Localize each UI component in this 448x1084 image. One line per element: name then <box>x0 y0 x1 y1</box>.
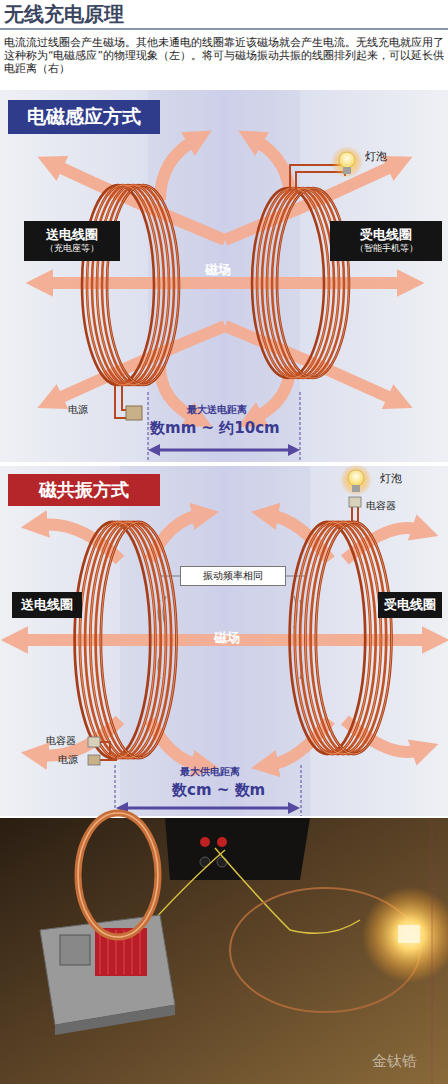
part-name: 灯泡 <box>365 150 387 164</box>
node-heading: 磁共振方式 <box>39 480 129 501</box>
dimension-heading: 最大送电距离 <box>187 404 247 417</box>
coil-label-box: 受电线圈（智能手机等） <box>330 221 442 261</box>
node-heading: 电磁感应方式 <box>27 106 141 128</box>
part-name: 灯泡 <box>380 472 402 486</box>
dimension-value: 数cm ~ 数m <box>172 781 265 800</box>
note-box: 振动频率相同 <box>180 566 286 586</box>
node-subtext: （充电座等） <box>45 243 99 253</box>
intro-text: 电流流过线圈会产生磁场。其他未通电的线圈靠近该磁场就会产生电流。无线充电就应用了… <box>4 36 444 75</box>
dimension-value: 数mm ~ 约10cm <box>150 419 280 438</box>
method-band: 磁共振方式 <box>8 474 160 506</box>
node-subtext: （智能手机等） <box>355 243 418 253</box>
watermark: 金钛锆 <box>372 1052 417 1071</box>
coil-label-box: 送电线圈 <box>12 592 82 618</box>
part-name: 电容器 <box>366 500 396 513</box>
dimension-heading: 最大供电距离 <box>180 766 240 779</box>
part-name: 电源 <box>68 404 88 417</box>
part-name: 电源 <box>58 754 78 766</box>
field-name: 磁场 <box>214 630 240 646</box>
coil-label-box: 受电线圈 <box>378 592 442 618</box>
node-heading: 送电线圈 <box>46 228 98 243</box>
field-name: 磁场 <box>205 262 231 278</box>
part-name: 电容器 <box>46 735 76 747</box>
node-heading: 受电线圈 <box>384 598 436 613</box>
method-band: 电磁感应方式 <box>8 100 160 134</box>
node-heading: 受电线圈 <box>360 228 412 243</box>
coil-label-box: 送电线圈（充电座等） <box>24 221 120 261</box>
page-title: 无线充电原理 <box>4 2 124 27</box>
node-heading: 送电线圈 <box>21 598 73 613</box>
node-heading: 振动频率相同 <box>203 570 263 582</box>
